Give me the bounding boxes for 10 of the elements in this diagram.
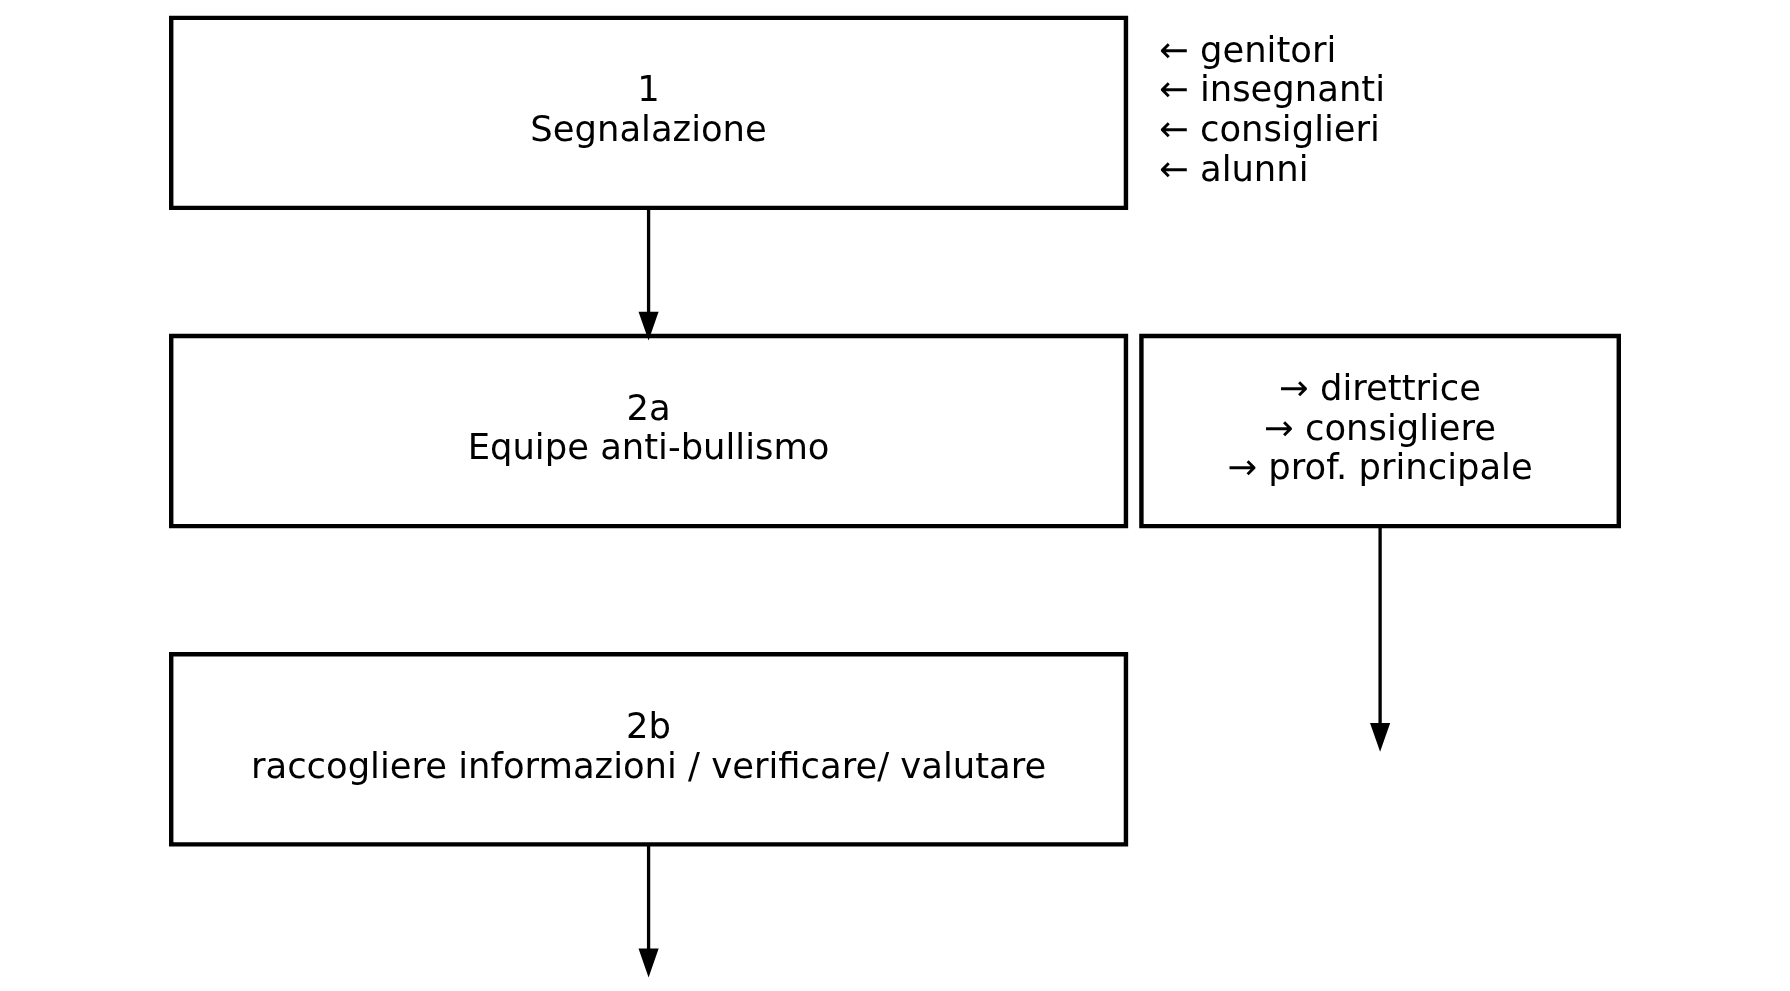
node-box: 1 Segnalazione xyxy=(169,15,1129,210)
node-label: ← genitori xyxy=(1159,28,1337,70)
node-box: → direttrice → consigliere → prof. principale xyxy=(1139,333,1621,528)
node-box: 2b raccogliere informazioni / verificare/ valutare xyxy=(169,651,1129,847)
node-label: ← alunni xyxy=(1159,147,1309,189)
node-box: 2a Equipe anti-bullismo xyxy=(169,333,1129,528)
arrow xyxy=(1370,526,1391,752)
arrow xyxy=(638,207,659,340)
node-label: ← consiglieri xyxy=(1159,107,1380,149)
arrow xyxy=(638,844,659,977)
